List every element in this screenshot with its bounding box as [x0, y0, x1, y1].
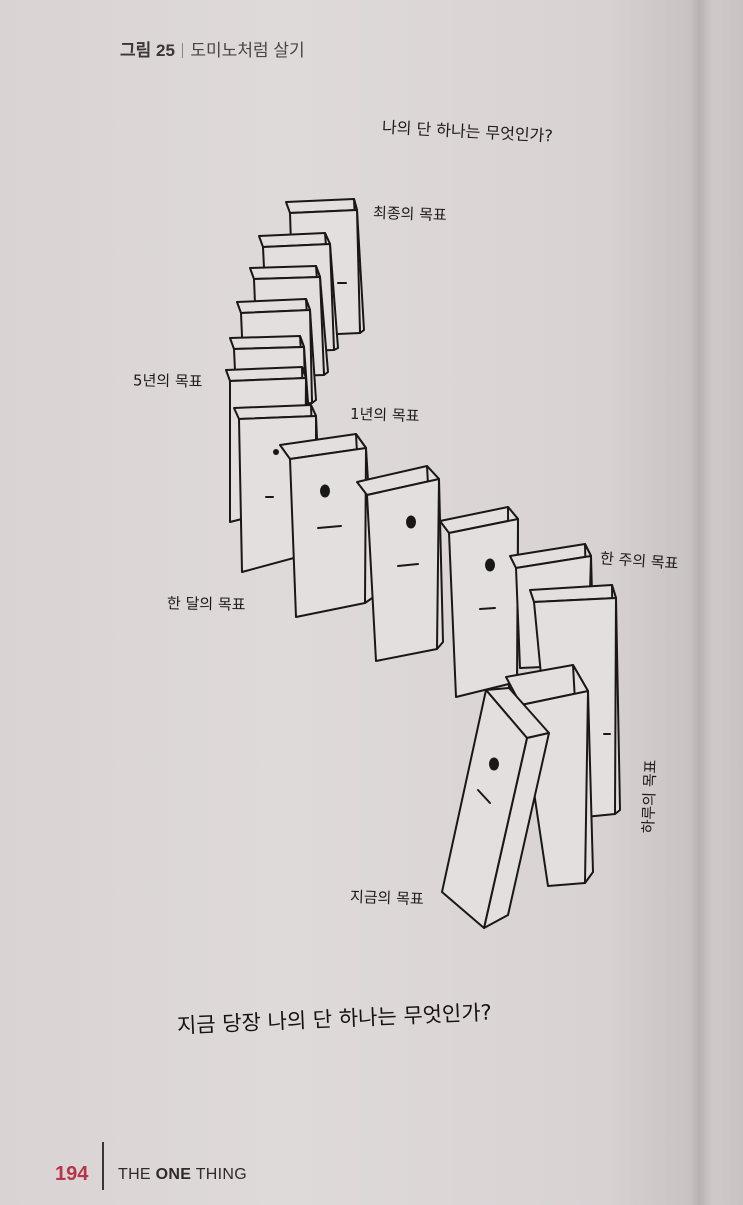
label-now-goal: 지금의 목표 — [349, 887, 425, 909]
domino-8 — [279, 433, 376, 618]
label-today-goal: 하루의 목표 — [639, 759, 660, 834]
figure-header: 그림 25 도미노처럼 살기 — [120, 36, 305, 61]
book-title-pre: THE — [118, 1166, 156, 1183]
footer-divider — [102, 1142, 104, 1190]
domino-9 — [356, 465, 444, 662]
running-book-title: THE ONE THING — [118, 1166, 247, 1184]
header-divider — [181, 43, 184, 58]
label-five-year-goal: 5년의 목표 — [132, 371, 203, 391]
book-title-bold: ONE — [155, 1166, 192, 1183]
domino-chain — [225, 198, 621, 929]
right-page-edge — [700, 0, 743, 1205]
label-one-year-goal: 1년의 목표 — [349, 404, 420, 426]
figure-title: 도미노처럼 살기 — [190, 41, 305, 60]
domino-10 — [439, 506, 519, 698]
figure-number: 그림 25 — [120, 41, 175, 60]
label-final-goal: 최종의 목표 — [372, 203, 448, 225]
domino-14 — [441, 687, 550, 929]
book-title-post: THING — [191, 1166, 247, 1183]
label-one-month-goal: 한 달의 목표 — [166, 594, 246, 614]
page-number: 194 — [55, 1163, 89, 1185]
